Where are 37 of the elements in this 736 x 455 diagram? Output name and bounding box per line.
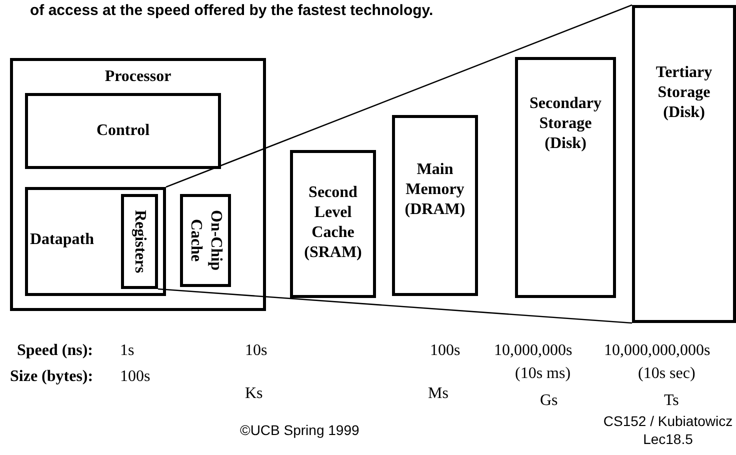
box-label: Secondary Storage (Disk) bbox=[528, 94, 602, 154]
value-text: Ts bbox=[664, 392, 679, 410]
value-text: Ms bbox=[428, 385, 448, 403]
value-text: 10,000,000s bbox=[494, 342, 572, 360]
cache-box bbox=[180, 194, 231, 287]
value-text: 100s bbox=[120, 368, 150, 386]
datapath-box bbox=[25, 187, 166, 296]
control-box bbox=[25, 93, 221, 169]
processor-box bbox=[10, 58, 266, 311]
memory-box bbox=[392, 115, 478, 296]
zoom-line bbox=[158, 288, 632, 324]
storage-box bbox=[632, 5, 736, 323]
storage-box bbox=[515, 57, 616, 298]
value-text: Gs bbox=[540, 392, 558, 410]
value-text: 100s bbox=[430, 342, 460, 360]
footer-text: ©UCB Spring 1999 bbox=[240, 422, 360, 438]
box-label: Processor bbox=[104, 67, 172, 87]
box-label: Registers bbox=[130, 210, 150, 274]
box-label: Control bbox=[95, 121, 151, 141]
box-label: On-Chip Cache bbox=[186, 209, 226, 273]
value-text: 10,000,000,000s bbox=[604, 342, 710, 360]
value-text: Ks bbox=[245, 385, 263, 403]
value-text: 10s bbox=[245, 342, 268, 360]
row-heading: Speed (ns): bbox=[17, 342, 94, 360]
box-label: Tertiary Storage (Disk) bbox=[654, 63, 714, 123]
footer-text: CS152 / Kubiatowicz Lec18.5 bbox=[602, 412, 734, 448]
value-text: (10s ms) bbox=[515, 365, 571, 383]
registers-box bbox=[121, 194, 158, 289]
row-heading: Size (bytes): bbox=[10, 368, 94, 386]
box-label: Main Memory (DRAM) bbox=[404, 160, 466, 220]
cache-box bbox=[290, 150, 376, 298]
box-label: Datapath bbox=[30, 230, 94, 250]
box-label: Second Level Cache (SRAM) bbox=[303, 183, 363, 263]
zoom-line bbox=[166, 4, 632, 188]
value-text: (10s sec) bbox=[638, 365, 696, 383]
value-text: 1s bbox=[120, 342, 134, 360]
heading-text: of access at the speed offered by the fastest technology. bbox=[30, 2, 434, 19]
